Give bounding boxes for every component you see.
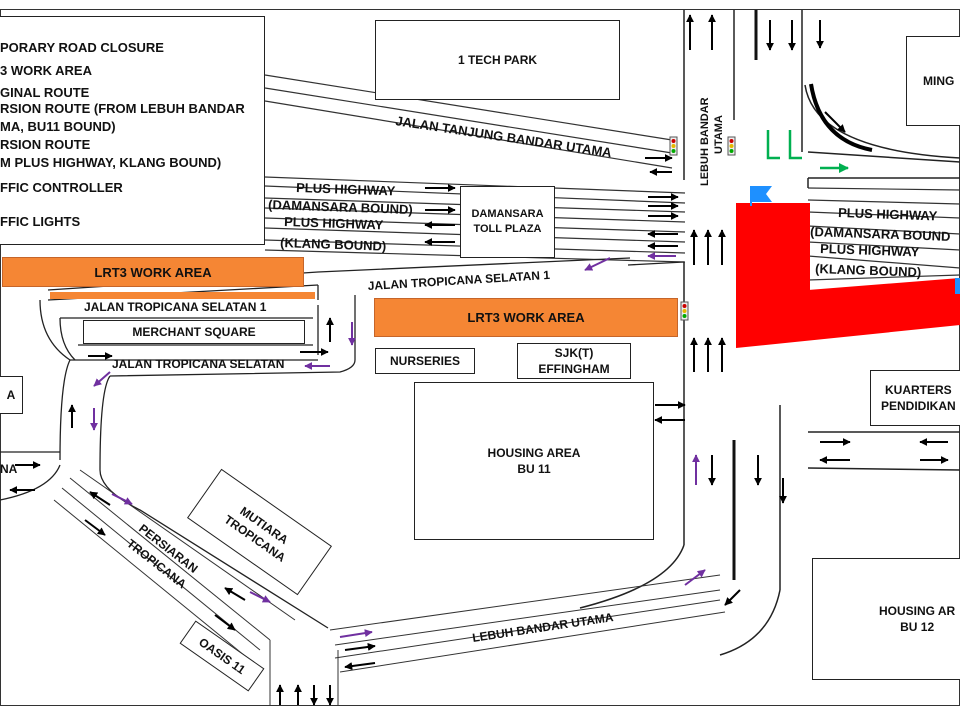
- road-label-tropicana-selatan-1-b: JALAN TROPICANA SELATAN 1: [84, 300, 267, 314]
- building-merchant-square: MERCHANT SQUARE: [83, 320, 305, 344]
- legend-item-diversion-route-1-cont: MA, BU11 BOUND): [0, 119, 116, 134]
- building-nurseries: NURSERIES: [375, 348, 475, 374]
- flag-icon: [750, 186, 772, 206]
- road-label-plus-klang-2: (KLANG BOUND): [280, 235, 387, 254]
- traffic-light-icon: [669, 136, 678, 156]
- road-label-plus-dam-1: PLUS HIGHWAY: [296, 180, 396, 198]
- legend-item-traffic-lights: FFIC LIGHTS: [0, 214, 81, 229]
- legend-panel: PORARY ROAD CLOSURE 3 WORK AREA GINAL RO…: [0, 16, 265, 245]
- building-left-partial: A: [0, 376, 23, 414]
- road-label-plus-dam-2: (DAMANSARA BOUND): [268, 197, 413, 217]
- original-route-arrows: [9, 14, 949, 706]
- flag-icon-right: [955, 278, 960, 294]
- lrt3-work-area-center: LRT3 WORK AREA: [374, 298, 678, 337]
- road-label-lebuh-v1: LEBUH BANDAR: [699, 97, 711, 186]
- road-label-tropicana-selatan-1-a: JALAN TROPICANA SELATAN 1: [367, 268, 550, 293]
- road-closure-edge: [808, 278, 960, 292]
- damansara-toll-plaza: DAMANSARA TOLL PLAZA: [460, 186, 555, 258]
- road-label-plus-dam-r2: (DAMANSARA BOUND: [810, 224, 951, 244]
- legend-item-road-closure: PORARY ROAD CLOSURE: [0, 40, 164, 55]
- legend-item-diversion-route-2-cont: M PLUS HIGHWAY, KLANG BOUND): [0, 155, 222, 170]
- road-label-left-na: NA: [0, 462, 18, 476]
- building-ming: MING: [906, 36, 960, 126]
- legend-item-original-route: GINAL ROUTE: [0, 85, 90, 100]
- road-lebuh-center-lines: [732, 10, 758, 580]
- road-label-lebuh-v2: UTAMA: [713, 115, 725, 154]
- housing-area-bu12: HOUSING AR BU 12: [812, 558, 960, 680]
- legend-item-work-area: 3 WORK AREA: [0, 63, 92, 78]
- road-label-tropicana-selatan: JALAN TROPICANA SELATAN: [112, 357, 284, 371]
- lrt3-work-strip: [50, 292, 315, 299]
- traffic-light-icon: [680, 301, 689, 321]
- road-plus-highway-right: [807, 187, 960, 281]
- road-lebuh-bandar-utama-bottom: [269, 574, 726, 705]
- building-1-tech-park: 1 TECH PARK: [375, 20, 620, 100]
- road-label-jalan-tanjung: JALAN TANJUNG BANDAR UTAMA: [395, 113, 614, 160]
- traffic-light-icon: [727, 136, 736, 156]
- legend-item-diversion-route-1: RSION ROUTE (FROM LEBUH BANDAR: [0, 101, 245, 116]
- building-kuarters-pendidikan: KUARTERS PENDIDIKAN: [870, 370, 960, 426]
- road-closure-area: [736, 203, 960, 348]
- building-sjkt-effingham: SJK(T) EFFINGHAM: [517, 343, 631, 379]
- legend-item-diversion-route-2: RSION ROUTE: [0, 137, 91, 152]
- legend-item-traffic-controller: FFIC CONTROLLER: [0, 180, 123, 195]
- road-label-plus-dam-r1: PLUS HIGHWAY: [838, 205, 938, 223]
- curb-curve: [809, 83, 873, 152]
- road-label-plus-klang-r2: (KLANG BOUND): [815, 261, 922, 280]
- diversion-route-arrows: [90, 252, 706, 638]
- road-jalan-tanjung: [264, 74, 673, 169]
- lrt3-work-area-left: LRT3 WORK AREA: [2, 257, 304, 287]
- housing-area-bu11: HOUSING AREA BU 11: [414, 382, 654, 540]
- road-label-plus-klang-1: PLUS HIGHWAY: [284, 214, 384, 232]
- road-lebuh-bandar-utama-vertical: [579, 10, 960, 656]
- road-label-plus-klang-r1: PLUS HIGHWAY: [820, 241, 920, 259]
- diversion-arrows-green: [766, 130, 849, 173]
